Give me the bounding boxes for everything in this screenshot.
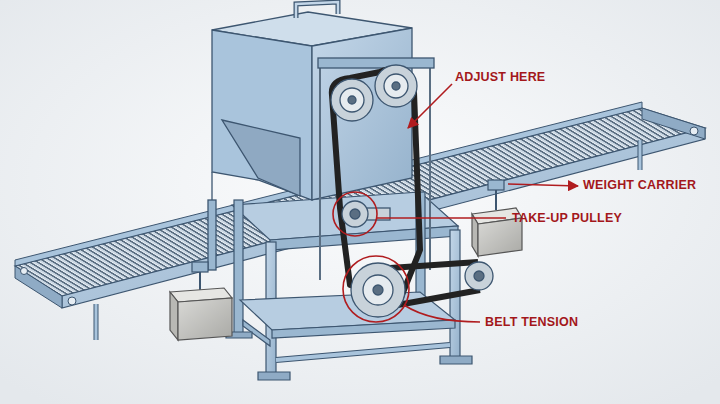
callout-leaders — [333, 84, 578, 322]
callout-label: BELT TENSION — [485, 315, 578, 329]
counterweights — [170, 180, 522, 340]
callout-label: TAKE-UP PULLEY — [512, 211, 622, 225]
callout-label: ADJUST HERE — [455, 70, 545, 84]
belt-drive — [331, 65, 493, 317]
callout-label: WEIGHT CARRIER — [583, 178, 696, 192]
hopper-housing — [208, 2, 434, 280]
